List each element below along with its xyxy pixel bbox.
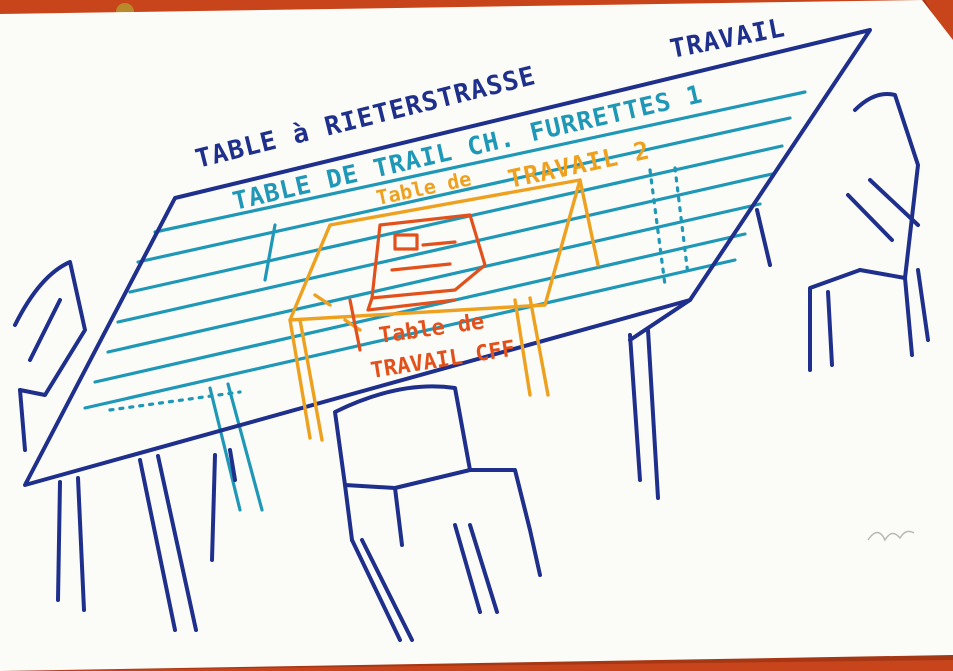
sketch-canvas: TABLE à RIETERSTRASSE TRAVAIL TABLE DE T… [0,0,953,671]
